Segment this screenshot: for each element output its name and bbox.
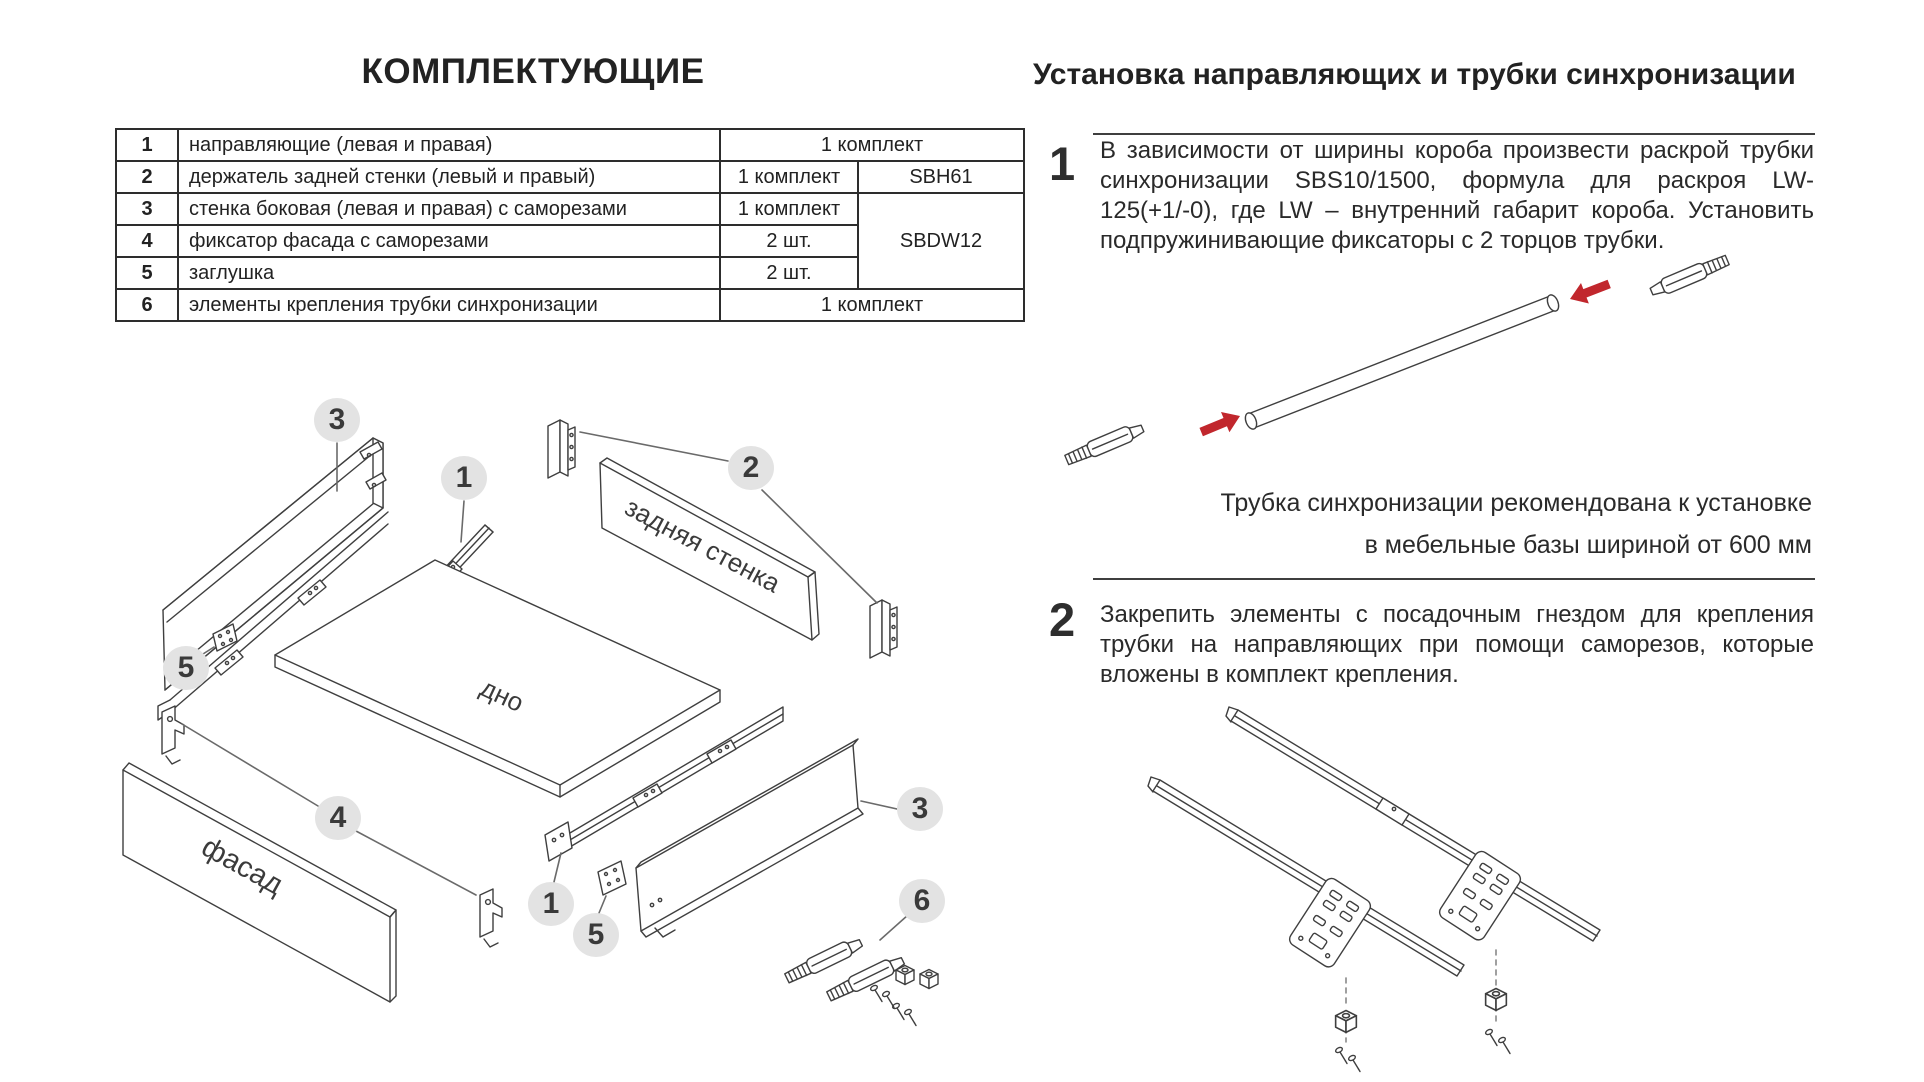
page-title: КОМПЛЕКТУЮЩИЕ <box>361 52 705 91</box>
callout-side-wall-top: 3 <box>314 398 360 442</box>
callout-side-wall-bottom: 3 <box>897 787 943 831</box>
row-number: 3 <box>115 192 179 226</box>
callout-plug-top: 5 <box>163 646 209 690</box>
bottom-panel <box>274 559 721 798</box>
callout-rail-top: 1 <box>441 456 487 500</box>
table-row: 4 фиксатор фасада с саморезами 2 шт. <box>115 224 1024 258</box>
rails-with-sync-mounts <box>1147 706 1601 1073</box>
part-qty: 1 комплект <box>719 288 1025 322</box>
side-wall-left <box>157 437 389 721</box>
table-row: 2 держатель задней стенки (левый и правы… <box>115 160 1025 194</box>
guide-rail-bottom <box>544 706 784 862</box>
callout-back-holders: 2 <box>728 446 774 490</box>
step-1-number: 1 <box>1049 137 1076 190</box>
plug-plate-bottom <box>597 860 627 896</box>
table-row: 1 направляющие (левая и правая) 1 компле… <box>115 128 1025 162</box>
step-2-number: 2 <box>1049 593 1076 646</box>
side-wall-right <box>635 738 864 938</box>
step-2-text: Закрепить элементы с посадочным гнездом … <box>1100 601 1814 688</box>
row-number: 1 <box>115 128 179 162</box>
callout-leaders <box>181 431 909 941</box>
section-title: Установка направляющих и трубки синхрони… <box>1033 58 1796 91</box>
sync-tube-illustration <box>1062 251 1732 469</box>
divider <box>1093 133 1815 135</box>
part-name: направляющие (левая и правая) <box>177 128 721 162</box>
tube-caption: Трубка синхронизации рекомендована к уст… <box>1100 482 1812 566</box>
tube-caption-line2: в мебельные базы шириной от 600 мм <box>1364 531 1812 559</box>
callout-sync-elements: 6 <box>899 879 945 923</box>
facade-fixator-right <box>479 888 503 948</box>
part-qty: 1 комплект <box>719 128 1025 162</box>
red-arrow-left <box>1199 411 1240 437</box>
callout-facade-fixator: 4 <box>315 796 361 840</box>
table-row: 5 заглушка 2 шт. <box>115 256 1024 290</box>
facade-fixator-left <box>161 705 185 765</box>
facade-panel <box>122 762 397 1003</box>
row-number: 6 <box>115 288 179 322</box>
table-row: 3 стенка боковая (левая и правая) с само… <box>115 192 1025 290</box>
row-number: 2 <box>115 160 179 194</box>
part-qty: 1 комплект <box>719 160 859 194</box>
divider <box>1093 578 1815 580</box>
callout-rail-bottom: 1 <box>528 882 574 926</box>
part-qty: 1 комплект <box>719 192 859 226</box>
plug-plate-top <box>212 623 238 652</box>
back-wall-panel <box>599 457 820 641</box>
table-row: 6 элементы крепления трубки синхронизаци… <box>115 288 1025 322</box>
red-arrow-right <box>1570 279 1611 304</box>
part-qty: 2 шт. <box>719 224 859 258</box>
parts-table: 1 направляющие (левая и правая) 1 компле… <box>115 128 1025 322</box>
part-code: SBH61 <box>857 160 1025 194</box>
part-name: стенка боковая (левая и правая) с саморе… <box>177 192 721 226</box>
tube-caption-line1: Трубка синхронизации рекомендована к уст… <box>1220 489 1812 517</box>
part-name: фиксатор фасада с саморезами <box>177 224 721 258</box>
part-name: держатель задней стенки (левый и правый) <box>177 160 721 194</box>
part-qty: 2 шт. <box>719 256 859 290</box>
row-number: 5 <box>115 256 179 290</box>
step-1-text: В зависимости от ширины короба произвест… <box>1100 137 1814 254</box>
part-code: SBDW12 <box>857 192 1025 290</box>
part-name: элементы крепления трубки синхронизации <box>177 288 721 322</box>
row-number: 4 <box>115 224 179 258</box>
callout-plug-bottom: 5 <box>573 913 619 957</box>
sync-fixing-elements <box>782 934 939 1027</box>
part-name: заглушка <box>177 256 721 290</box>
